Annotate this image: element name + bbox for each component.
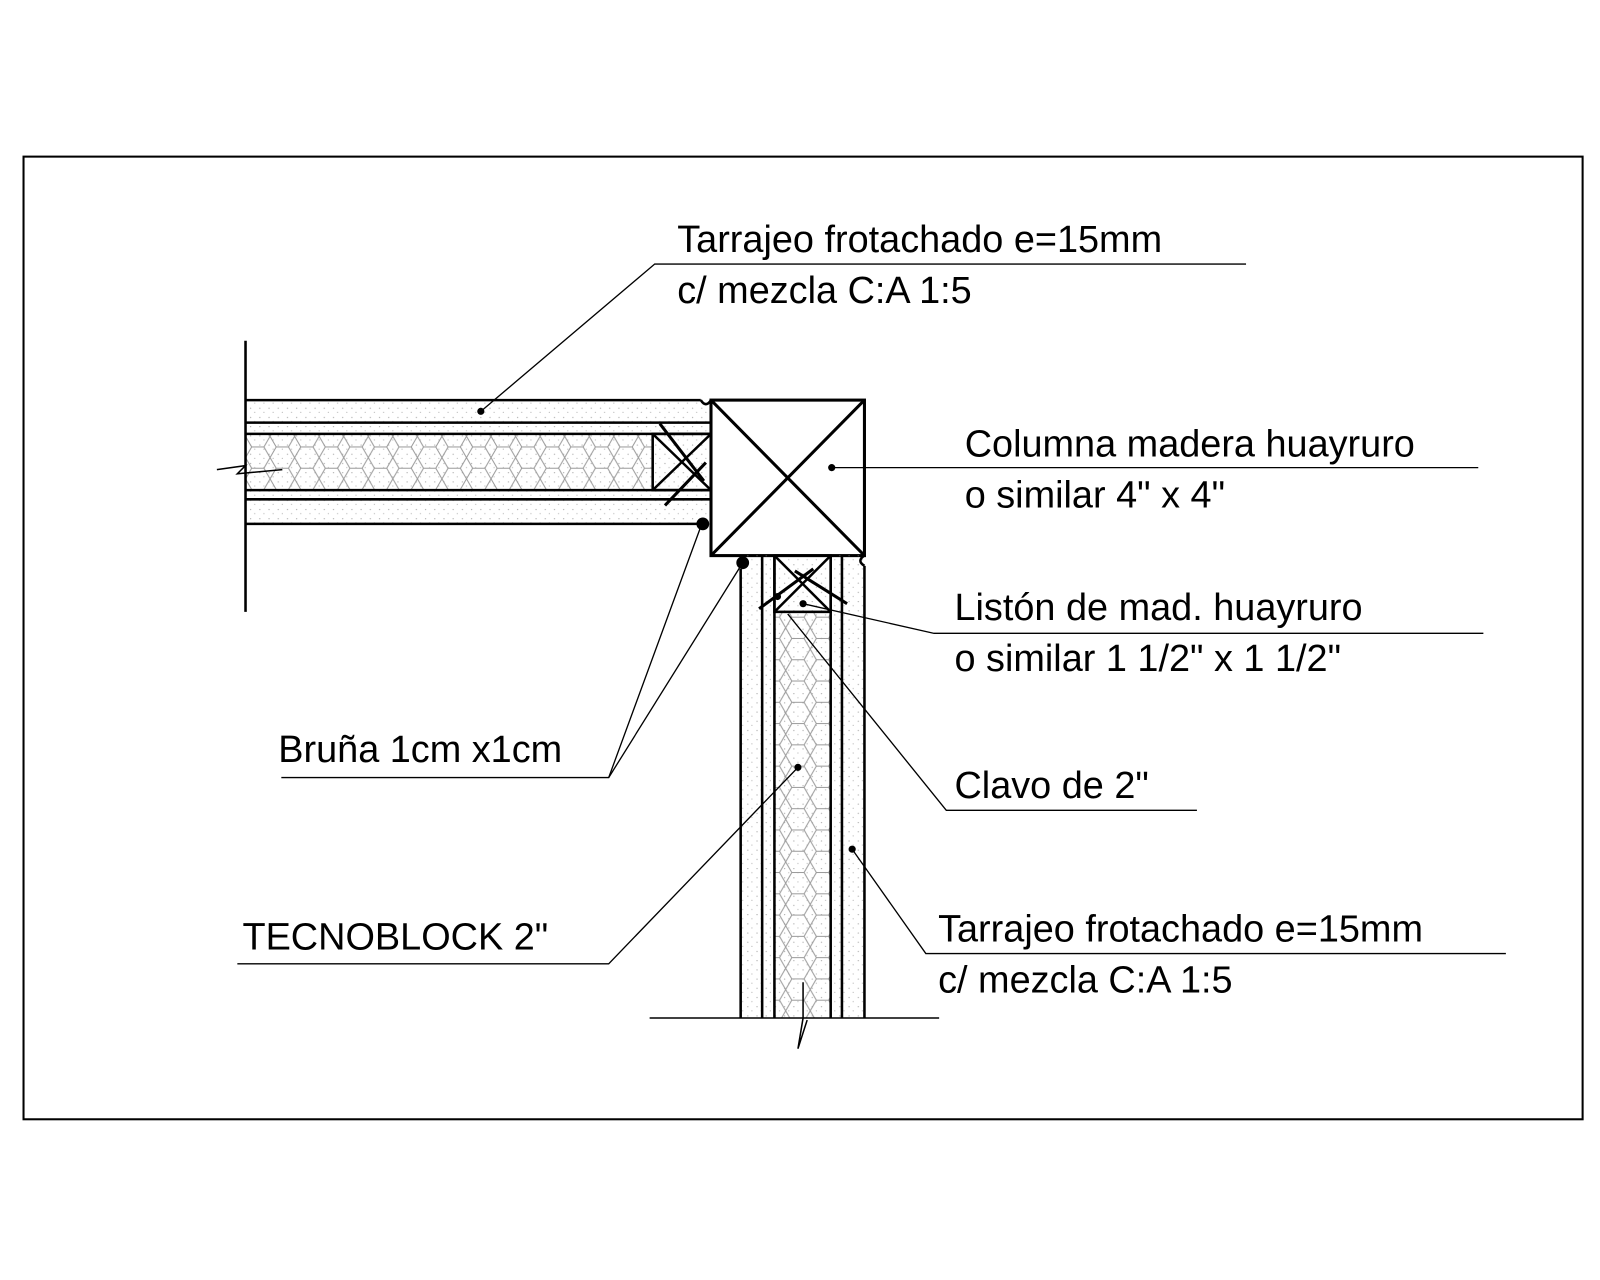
wood-column [709, 398, 866, 558]
label-plaster-bottom-line1: Tarrajeo frotachado e=15mm [938, 908, 1423, 950]
label-plaster-top-line2: c/ mezcla C:A 1:5 [677, 270, 971, 312]
label-column-line1: Columna madera huayruro [965, 423, 1415, 465]
drawing-frame [22, 155, 1584, 1121]
label-strip-line2: o similar 1 1/2" x 1 1/2" [954, 638, 1341, 680]
vertical-wall [649, 554, 940, 1049]
horizontal-wall [216, 340, 713, 612]
label-plaster-bottom-line2: c/ mezcla C:A 1:5 [938, 959, 1232, 1001]
label-strip-line1: Listón de mad. huayruro [954, 587, 1362, 629]
label-groove: Bruña 1cm x1cm [278, 729, 562, 771]
label-nail: Clavo de 2" [954, 765, 1148, 807]
leader-lines [237, 263, 1506, 965]
leader-dots [477, 407, 856, 853]
label-block: TECNOBLOCK 2" [242, 916, 548, 958]
label-plaster-top-line1: Tarrajeo frotachado e=15mm [677, 219, 1162, 261]
label-column-line2: o similar 4" x 4" [965, 475, 1225, 517]
